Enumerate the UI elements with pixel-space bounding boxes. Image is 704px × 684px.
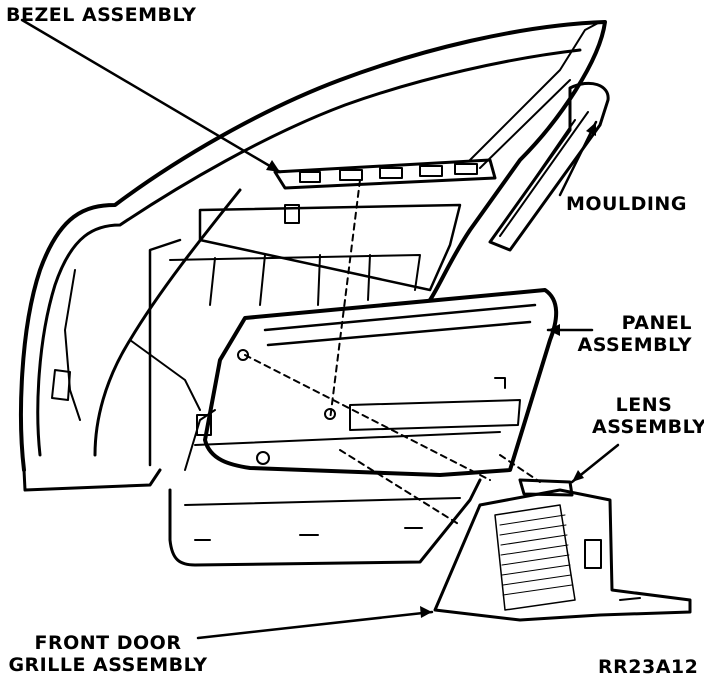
figure-code: RR23A12 <box>598 656 699 678</box>
door-frame <box>19 20 607 492</box>
lens-assembly-label: LENS ASSEMBLY <box>592 394 704 438</box>
lens-part <box>518 478 574 497</box>
grille-part <box>433 488 692 622</box>
inner-door-structure <box>129 203 462 411</box>
lens-label-line2: ASSEMBLY <box>592 416 704 438</box>
bezel-leader <box>20 18 282 174</box>
grille-label-line2: GRILLE ASSEMBLY <box>8 654 208 676</box>
panel-assembly-label: PANEL ASSEMBLY <box>560 312 692 356</box>
moulding-leader <box>558 120 598 197</box>
panel-label-line2: ASSEMBLY <box>577 334 692 356</box>
grille-leader <box>196 610 434 640</box>
moulding-label: MOULDING <box>566 193 687 215</box>
lens-label-line1: LENS <box>615 394 673 416</box>
alignment-lines <box>244 179 541 526</box>
bezel-assembly-label: BEZEL ASSEMBLY <box>6 4 197 26</box>
grille-assembly-label: FRONT DOOR GRILLE ASSEMBLY <box>6 632 210 676</box>
moulding-part <box>469 21 610 252</box>
panel-label-line1: PANEL <box>621 312 692 334</box>
panel-part <box>168 288 559 567</box>
leader-arrowheads <box>266 122 596 618</box>
leader-lines <box>20 18 620 640</box>
bezel-part <box>273 158 497 190</box>
grille-label-line1: FRONT DOOR <box>34 632 182 654</box>
